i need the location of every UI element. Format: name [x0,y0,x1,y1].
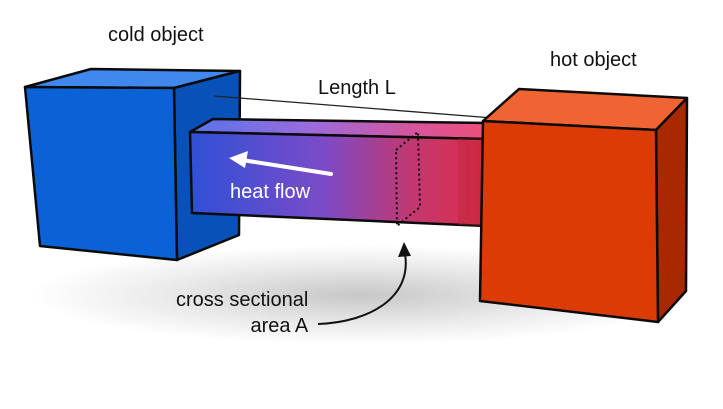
callout-arrowhead [398,242,411,257]
heat-flow-label: heat flow [230,181,311,203]
length-label: Length L [318,77,396,99]
rod-shade-near-hot [458,138,486,226]
cross-section-label-line1: cross sectional [176,289,309,311]
hot-cube-front [478,119,660,324]
cold-cube-front [23,85,179,262]
hot-object-label: hot object [550,49,637,71]
length-dimension-line [213,95,494,119]
cross-section-label: cross sectional area A [176,288,308,339]
cross-section-label-line2: area A [250,314,309,337]
cold-object-label: cold object [108,24,204,46]
rod-front [188,130,488,228]
heat-flow-arrow [229,151,333,176]
conducting-rod [188,117,490,228]
hot-object-cube [478,87,689,324]
hot-cube-side [654,96,689,324]
cross-section-callout-arrow [317,253,407,325]
